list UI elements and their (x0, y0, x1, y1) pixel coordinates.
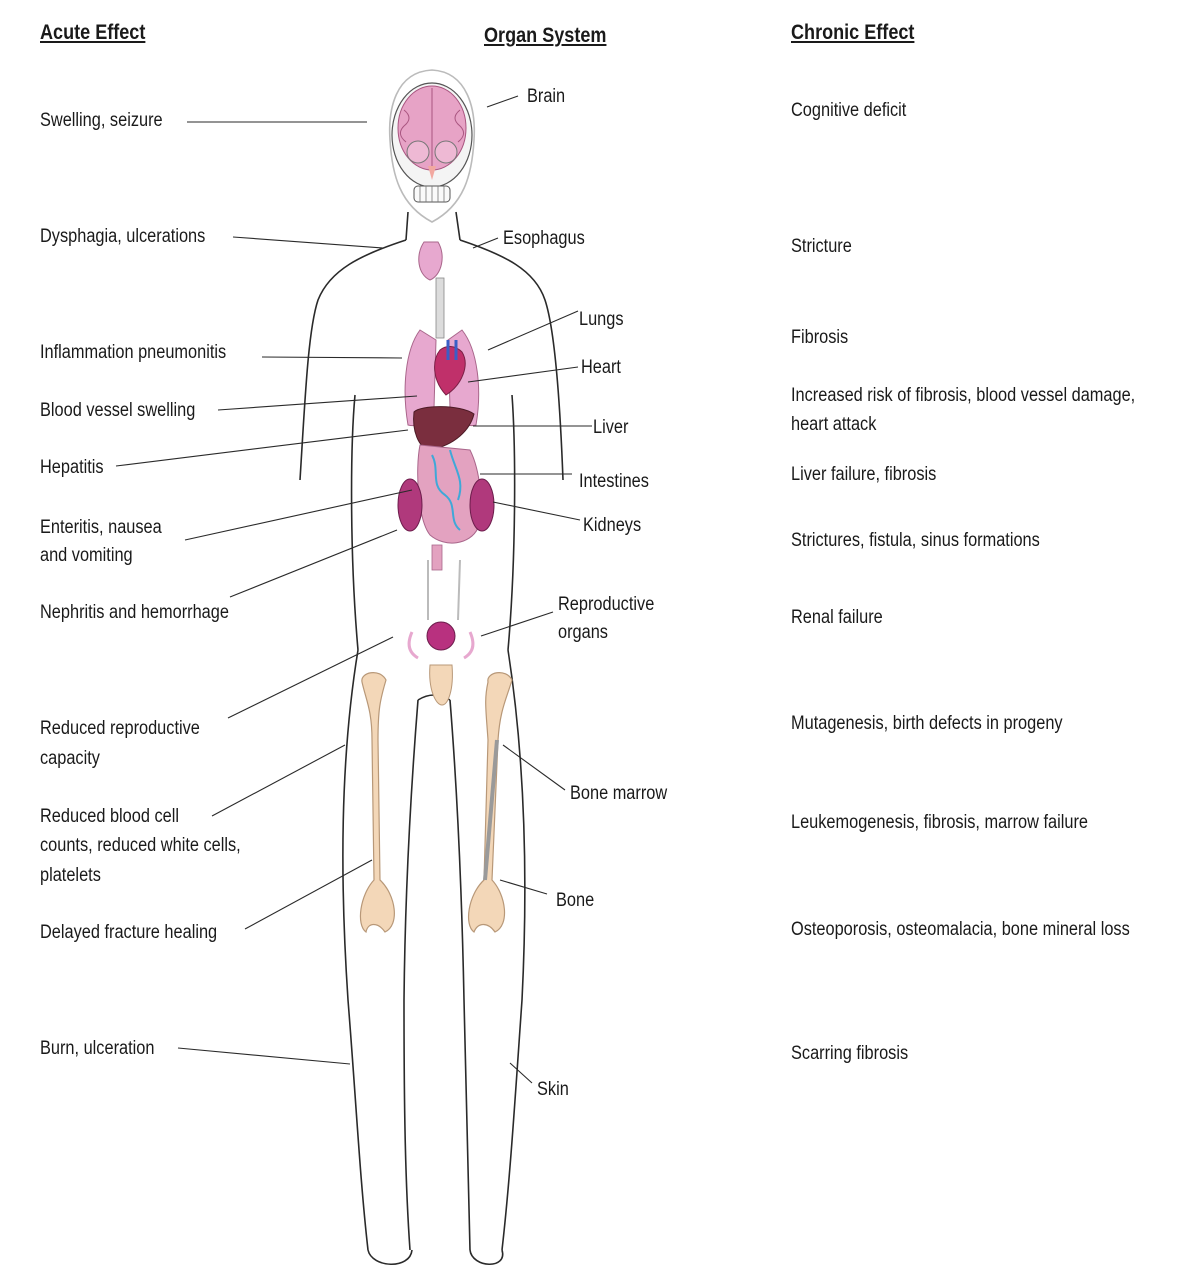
skull (392, 83, 472, 202)
chronic-label: Liver failure, fibrosis (791, 460, 936, 489)
esophagus (419, 242, 444, 338)
organ-label-bone: Bone (556, 886, 594, 915)
chronic-label: Stricture (791, 232, 852, 261)
organ-label-bone-marrow: Bone marrow (570, 779, 667, 808)
acute-effect-header: Acute Effect (40, 18, 145, 47)
acute-label: platelets (40, 861, 101, 890)
femur-bones (360, 673, 512, 932)
acute-label: Hepatitis (40, 453, 104, 482)
chronic-label: Renal failure (791, 603, 883, 632)
organ-label-reproductive: Reproductive (558, 590, 654, 619)
chronic-effect-header: Chronic Effect (791, 18, 914, 47)
organ-label-esophagus: Esophagus (503, 224, 585, 253)
chronic-label: Leukemogenesis, fibrosis, marrow failure (791, 808, 1088, 837)
acute-label: Inflammation pneumonitis (40, 338, 226, 367)
organ-label-heart: Heart (581, 353, 621, 382)
chronic-label: Fibrosis (791, 323, 848, 352)
organ-label-kidneys: Kidneys (583, 511, 641, 540)
reproductive-organs (409, 622, 473, 705)
organ-label-brain: Brain (527, 82, 565, 111)
acute-label: Enteritis, nausea (40, 513, 162, 542)
chronic-label: heart attack (791, 410, 876, 439)
chronic-label: Osteoporosis, osteomalacia, bone mineral… (791, 915, 1130, 944)
chronic-label: Scarring fibrosis (791, 1039, 908, 1068)
liver (414, 407, 474, 450)
chronic-label: Cognitive deficit (791, 96, 906, 125)
acute-label: Reduced blood cell (40, 802, 179, 831)
acute-label: Swelling, seizure (40, 106, 163, 135)
acute-label: capacity (40, 744, 100, 773)
acute-label: Blood vessel swelling (40, 396, 195, 425)
acute-label: counts, reduced white cells, (40, 831, 241, 860)
chronic-label: Mutagenesis, birth defects in progeny (791, 709, 1063, 738)
acute-label: Reduced reproductive (40, 714, 200, 743)
organ-label-lungs: Lungs (579, 305, 624, 334)
acute-label: Burn, ulceration (40, 1034, 154, 1063)
organ-system-header: Organ System (484, 21, 606, 50)
chronic-label: Increased risk of fibrosis, blood vessel… (791, 381, 1135, 410)
organ-label-skin: Skin (537, 1075, 569, 1104)
acute-label: and vomiting (40, 541, 133, 570)
acute-label: Dysphagia, ulcerations (40, 222, 205, 251)
organ-label-reproductive: organs (558, 618, 608, 647)
acute-label: Nephritis and hemorrhage (40, 598, 229, 627)
organ-label-liver: Liver (593, 413, 628, 442)
chronic-label: Strictures, fistula, sinus formations (791, 526, 1040, 555)
acute-label: Delayed fracture healing (40, 918, 217, 947)
organ-label-intestines: Intestines (579, 467, 649, 496)
